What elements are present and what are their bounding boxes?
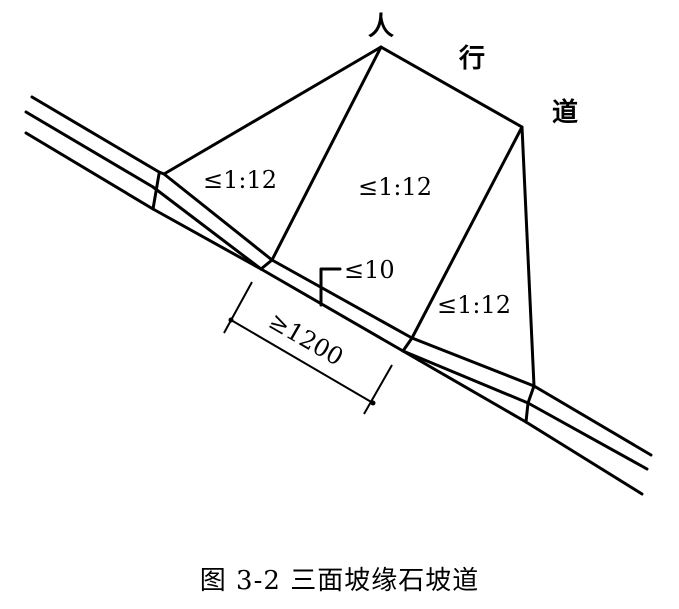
curb-edge-line-left [24, 110, 155, 189]
curb-top-line-right [532, 384, 653, 457]
slope-label-center: ≤1:12 [358, 173, 432, 201]
right-flare-lower [401, 349, 530, 405]
ramp-fold-right [410, 125, 524, 340]
curb-top-line-left [30, 95, 161, 174]
curb-lines-right [524, 384, 653, 471]
curb-end-left [151, 172, 161, 211]
ramp-outline [151, 45, 536, 405]
ramp-fold-left [270, 45, 383, 262]
ramp-top-edge [162, 172, 536, 388]
curb-lines-left [24, 95, 644, 496]
lip-marker: ≤10 [319, 256, 395, 307]
gutter-line [24, 131, 644, 496]
dimension-tick-left [228, 317, 234, 323]
lip-leader [319, 267, 342, 307]
sidewalk-label-1: 人 [368, 12, 394, 42]
sidewalk-label-3: 道 [552, 97, 578, 128]
ramp-corner-left [259, 258, 274, 271]
curb-edge-line-right [526, 401, 649, 471]
width-dimension: ≥1200 [223, 281, 393, 415]
left-flare-lower [151, 185, 263, 271]
slope-label-left: ≤1:12 [203, 166, 277, 194]
lip-height-label: ≤10 [344, 256, 395, 284]
slope-label-right: ≤1:12 [437, 291, 511, 319]
dimension-line [230, 319, 374, 404]
extension-line-left [223, 281, 253, 334]
ramp-width-label: ≥1200 [264, 307, 348, 372]
figure-caption: 图 3-2 三面坡缘石坡道 [199, 566, 480, 596]
dimension-tick-right [370, 400, 376, 406]
sidewalk-label-2: 行 [458, 43, 485, 74]
extension-line-right [363, 364, 393, 415]
ramp-corner-right [401, 336, 414, 353]
